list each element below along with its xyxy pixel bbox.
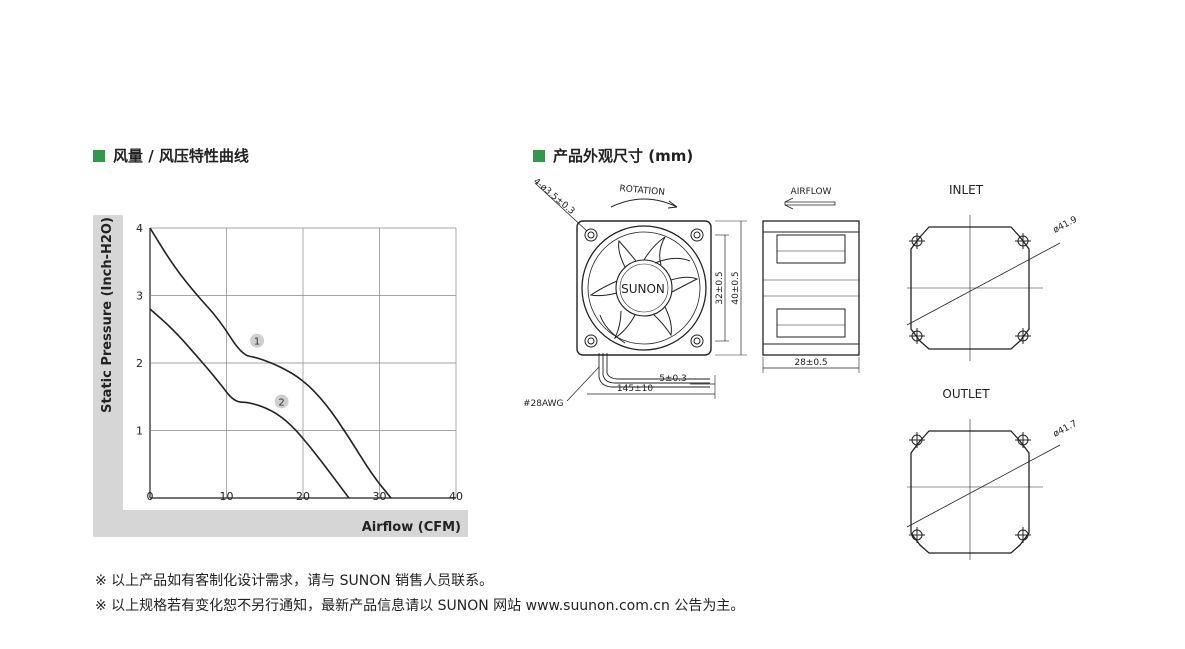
series-label-2: 2: [278, 397, 284, 408]
series-line-1: [149, 227, 392, 499]
dim-145-label: 145±10: [617, 384, 653, 394]
inlet-diameter-line: [906, 242, 1061, 326]
chart-series: [149, 227, 392, 499]
inlet-label: INLET: [949, 183, 984, 197]
curve-section-heading: 风量 / 风压特性曲线: [93, 145, 249, 166]
inlet-outline: [910, 226, 1030, 350]
series-label-1: 1: [254, 337, 260, 348]
outlet-diameter-line: [906, 444, 1061, 528]
dim-32-label: 32±0.5: [715, 271, 725, 304]
rotation-label: ROTATION: [619, 184, 665, 198]
lead-wire: [602, 353, 710, 384]
side-body: [762, 220, 860, 356]
wire-leader-line: [566, 366, 600, 402]
chart-grid: [149, 227, 457, 499]
fan-blades: [589, 236, 699, 344]
series-marker-2: [274, 394, 289, 409]
airflow-label: AIRFLOW: [791, 187, 832, 197]
fan-front-view: [534, 182, 747, 402]
outlet-diameter-label: ø41.7: [1052, 419, 1079, 440]
outlet-label: OUTLET: [942, 387, 990, 401]
wire-label: #28AWG: [523, 399, 564, 409]
x-tick-label: 30: [373, 490, 387, 503]
dims-heading-text: 产品外观尺寸 (mm): [553, 147, 694, 165]
hole-dim-label: 4-ø3.5±0.3: [531, 177, 576, 217]
outlet-outline: [910, 430, 1030, 554]
dim-40-label: 40±0.5: [731, 271, 741, 304]
side-window-top: [776, 234, 846, 264]
fan-side-view: [762, 197, 860, 373]
fan-brand-label: SUNON: [621, 282, 665, 296]
y-tick-label: 1: [136, 425, 143, 438]
airflow-arrow: [784, 201, 836, 206]
x-tick-label: 0: [147, 490, 154, 503]
x-tick-label: 10: [220, 490, 234, 503]
hole-leader-line: [534, 182, 588, 232]
green-square-icon: [93, 149, 105, 162]
chart-plot-background: [123, 215, 468, 510]
curve-heading-text: 风量 / 风压特性曲线: [113, 147, 249, 165]
dimension-drawings: SUNON ROTATION 4-ø3.5±0.3 32±0.5 40±0.5 …: [523, 177, 1079, 560]
y-tick-label: 2: [136, 357, 143, 370]
inlet-diameter-label: ø41.9: [1052, 215, 1079, 236]
green-square-icon: [533, 149, 545, 162]
chart-series-markers: 12: [250, 333, 289, 409]
inlet-view: [906, 215, 1061, 361]
series-line-2: [149, 308, 350, 499]
x-tick-label: 20: [296, 490, 310, 503]
rotation-arrow: [610, 198, 678, 208]
dim-5-label: 5±0.3: [659, 374, 687, 384]
series-marker-1: [250, 333, 265, 348]
outlet-view: [906, 419, 1061, 560]
y-tick-label: 4: [136, 222, 143, 235]
mounting-holes: [584, 228, 704, 348]
footnote-custom-design: ※ 以上产品如有客制化设计需求，请与 SUNON 销售人员联系。: [95, 573, 494, 589]
x-axis-label: Airflow (CFM): [362, 520, 461, 535]
side-window-bottom: [776, 308, 846, 338]
fan-shroud-circle: [581, 225, 707, 351]
y-tick-label: 3: [136, 290, 143, 303]
y-axis-label: Static Pressure (Inch-H2O): [100, 217, 115, 413]
fan-frame: [576, 220, 712, 356]
footnote-spec-change: ※ 以上规格若有变化恕不另行通知，最新产品信息请以 SUNON 网站 www.s…: [95, 598, 745, 614]
dims-section-heading: 产品外观尺寸 (mm): [533, 145, 693, 166]
x-tick-label: 40: [449, 490, 463, 503]
dim-28-label: 28±0.5: [794, 358, 827, 368]
